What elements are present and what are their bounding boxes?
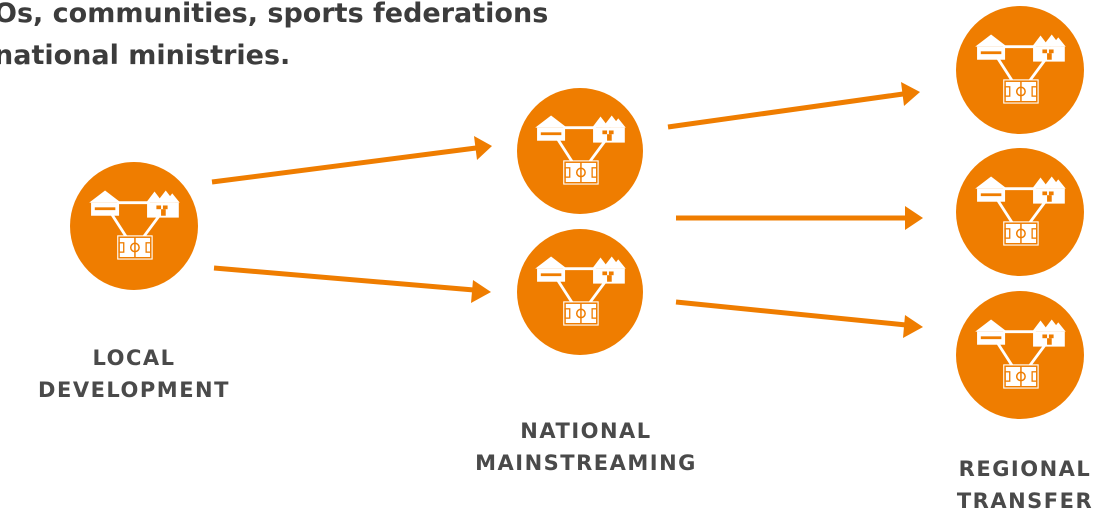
label-local-line-1: LOCAL xyxy=(92,346,176,370)
arrow-national-to-regional-middle xyxy=(676,206,923,230)
node-regional-middle xyxy=(956,148,1084,276)
node-national-bottom xyxy=(517,229,643,355)
label-regional-transfer: REGIONAL TRANSFER xyxy=(945,453,1105,517)
node-regional-bottom xyxy=(956,291,1084,419)
label-national-line-1: NATIONAL xyxy=(520,419,652,443)
arrow-national-to-regional-bottom xyxy=(675,299,923,338)
arrow-local-to-national-bottom xyxy=(213,265,491,303)
arrow-national-to-regional-top xyxy=(667,82,920,130)
intro-text: Os, communities, sports federations nati… xyxy=(0,0,634,77)
node-national-top xyxy=(517,88,643,214)
intro-line-2: national ministries. xyxy=(0,40,291,71)
label-regional-line-1: REGIONAL xyxy=(958,457,1092,481)
node-regional-top xyxy=(956,6,1084,134)
arrow-local-to-national-top xyxy=(211,136,492,185)
label-national-line-2: MAINSTREAMING xyxy=(475,451,697,475)
label-local-line-2: DEVELOPMENT xyxy=(38,378,230,402)
label-local-development: LOCAL DEVELOPMENT xyxy=(0,342,268,406)
node-local xyxy=(70,162,198,290)
intro-line-1: Os, communities, sports federations xyxy=(0,0,549,29)
label-national-mainstreaming: NATIONAL MAINSTREAMING xyxy=(448,415,724,479)
label-regional-line-2: TRANSFER xyxy=(956,489,1094,513)
